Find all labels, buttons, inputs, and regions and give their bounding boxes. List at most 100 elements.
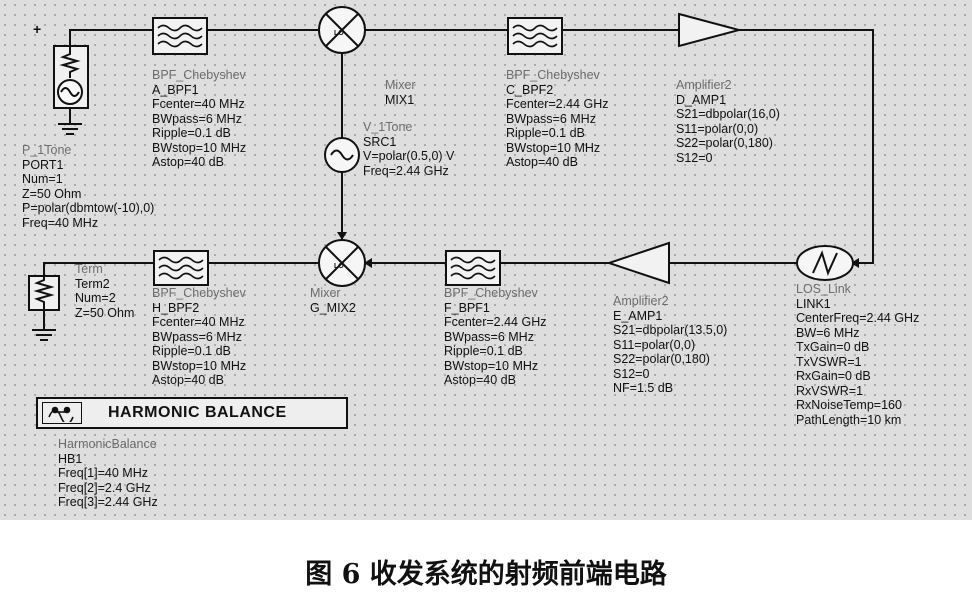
port-line-5: Freq=40 MHz: [22, 215, 99, 230]
link1-symbol: [796, 245, 854, 281]
ground-term: [32, 329, 56, 341]
link1-line-5: TxVSWR=1: [796, 354, 862, 369]
term2-line-3: Z=50 Ohm: [75, 305, 135, 320]
h-bpf2-line-4: Ripple=0.1 dB: [152, 344, 231, 358]
c-bpf2-line-2: Fcenter=2.44 GHz: [506, 97, 609, 111]
e-amp1-line-6: NF=1.5 dB: [613, 381, 674, 395]
wire-amp1-to-link: [739, 29, 874, 264]
e-amp1-line-1: E_AMP1: [613, 308, 663, 323]
src1-line-0: V_1Tone: [363, 120, 413, 134]
f-bpf1-line-1: F_BPF1: [444, 300, 490, 315]
e-amp1-line-0: Amplifier2: [613, 294, 669, 308]
a-bpf1-line-0: BPF_Chebyshev: [152, 68, 246, 82]
a-bpf1-line-2: Fcenter=40 MHz: [152, 97, 245, 111]
f-bpf1-line-2: Fcenter=2.44 GHz: [444, 315, 547, 329]
link1-line-4: TxGain=0 dB: [796, 340, 870, 354]
d-amp1-line-0: Amplifier2: [676, 78, 732, 92]
src1-line-1: SRC1: [363, 134, 397, 149]
src1-line-2: V=polar(0.5,0) V: [363, 149, 455, 163]
port1-symbol: [53, 45, 89, 109]
e-amp1-line-5: S12=0: [613, 366, 650, 381]
link1-line-6: RxGain=0 dB: [796, 369, 871, 383]
hb1-line-4: Freq[3]=2.44 GHz: [58, 495, 158, 509]
schematic-wiring: [28, 6, 874, 341]
ground-port: [58, 123, 82, 135]
c-bpf2-line-5: BWstop=10 MHz: [506, 140, 601, 155]
c-bpf2-line-6: Astop=40 dB: [506, 155, 578, 169]
c-bpf2-line-0: BPF_Chebyshev: [506, 68, 600, 82]
hb1-line-0: HarmonicBalance: [58, 437, 157, 451]
src1-line-3: Freq=2.44 GHz: [363, 163, 449, 178]
link1-line-8: RxNoiseTemp=160: [796, 398, 902, 412]
h-bpf2-line-1: H_BPF2: [152, 300, 200, 315]
d-amp1-line-5: S12=0: [676, 150, 713, 165]
a-bpf1-line-1: A_BPF1: [152, 82, 199, 97]
arrow-link-in: [851, 258, 859, 268]
port-line-3: Z=50 Ohm: [22, 186, 82, 201]
e-amp1-line-4: S22=polar(0,180): [613, 352, 710, 366]
mix1-lo-tag: LO: [334, 30, 344, 37]
link1-line-2: CenterFreq=2.44 GHz: [796, 311, 920, 325]
term2-symbol: [28, 275, 60, 311]
plus-sign: +: [33, 21, 42, 37]
mix1-line-0: Mixer: [385, 78, 416, 92]
f-bpf1-line-3: BWpass=6 MHz: [444, 329, 534, 344]
port-line-4: P=polar(dbmtow(-10),0): [22, 201, 155, 215]
figure-caption: 图 6 收发系统的射频前端电路: [305, 559, 667, 590]
f-bpf1-line-4: Ripple=0.1 dB: [444, 344, 523, 358]
src1-symbol: [324, 137, 360, 173]
arrow-mix2-out: [364, 258, 372, 268]
c-bpf2-line-4: Ripple=0.1 dB: [506, 126, 585, 140]
link1-line-9: PathLength=10 km: [796, 412, 902, 427]
f-bpf1-line-0: BPF_Chebyshev: [444, 286, 538, 300]
port-line-2: Num=1: [22, 172, 63, 186]
link1-line-1: LINK1: [796, 296, 831, 311]
term2-line-0: Term: [75, 262, 103, 276]
link1-line-0: LOS_Link: [796, 282, 851, 296]
d-amp1-line-4: S22=polar(0,180): [676, 136, 773, 150]
mix1-symbol: [318, 6, 366, 54]
e-amp1-symbol: [605, 241, 670, 285]
f-bpf1-line-6: Astop=40 dB: [444, 373, 516, 387]
e-amp1-line-2: S21=dbpolar(13.5,0): [613, 323, 728, 337]
wire-bpf2-to-term: [43, 262, 154, 276]
term2-line-1: Term2: [75, 276, 110, 291]
h-bpf2-line-0: BPF_Chebyshev: [152, 286, 246, 300]
term2-line-2: Num=2: [75, 291, 116, 305]
mix2-lo-tag: LO: [334, 263, 344, 270]
d-amp1-line-2: S21=dbpolar(16,0): [676, 107, 780, 121]
a-bpf1-line-3: BWpass=6 MHz: [152, 111, 242, 126]
a-bpf1-line-6: Astop=40 dB: [152, 155, 224, 169]
d-amp1-line-1: D_AMP1: [676, 92, 727, 107]
d-amp1-symbol: [678, 12, 743, 48]
hb1-line-1: HB1: [58, 451, 83, 466]
e-amp1-line-3: S11=polar(0,0): [613, 337, 696, 352]
h-bpf2-line-2: Fcenter=40 MHz: [152, 315, 245, 329]
harmonic-balance-component[interactable]: HARMONIC BALANCE: [36, 397, 348, 429]
g-mix2-line-0: Mixer: [310, 286, 341, 300]
c-bpf2-line-3: BWpass=6 MHz: [506, 111, 596, 126]
d-amp1-line-3: S11=polar(0,0): [676, 121, 759, 136]
c-bpf2-line-1: C_BPF2: [506, 82, 554, 97]
mix1-line-1: MIX1: [385, 92, 415, 107]
arrow-lo-down: [337, 232, 347, 240]
port-line-1: PORT1: [22, 157, 64, 172]
h-bpf2-line-3: BWpass=6 MHz: [152, 329, 242, 344]
a-bpf1-line-5: BWstop=10 MHz: [152, 140, 247, 155]
c-bpf2-symbol: [507, 17, 563, 55]
g-mix2-symbol: [318, 239, 366, 287]
harmonic-balance-icon: [42, 402, 82, 425]
link1-line-7: RxVSWR=1: [796, 383, 864, 398]
wire-port-to-bpf1: [69, 29, 153, 46]
h-bpf2-line-5: BWstop=10 MHz: [152, 358, 247, 373]
